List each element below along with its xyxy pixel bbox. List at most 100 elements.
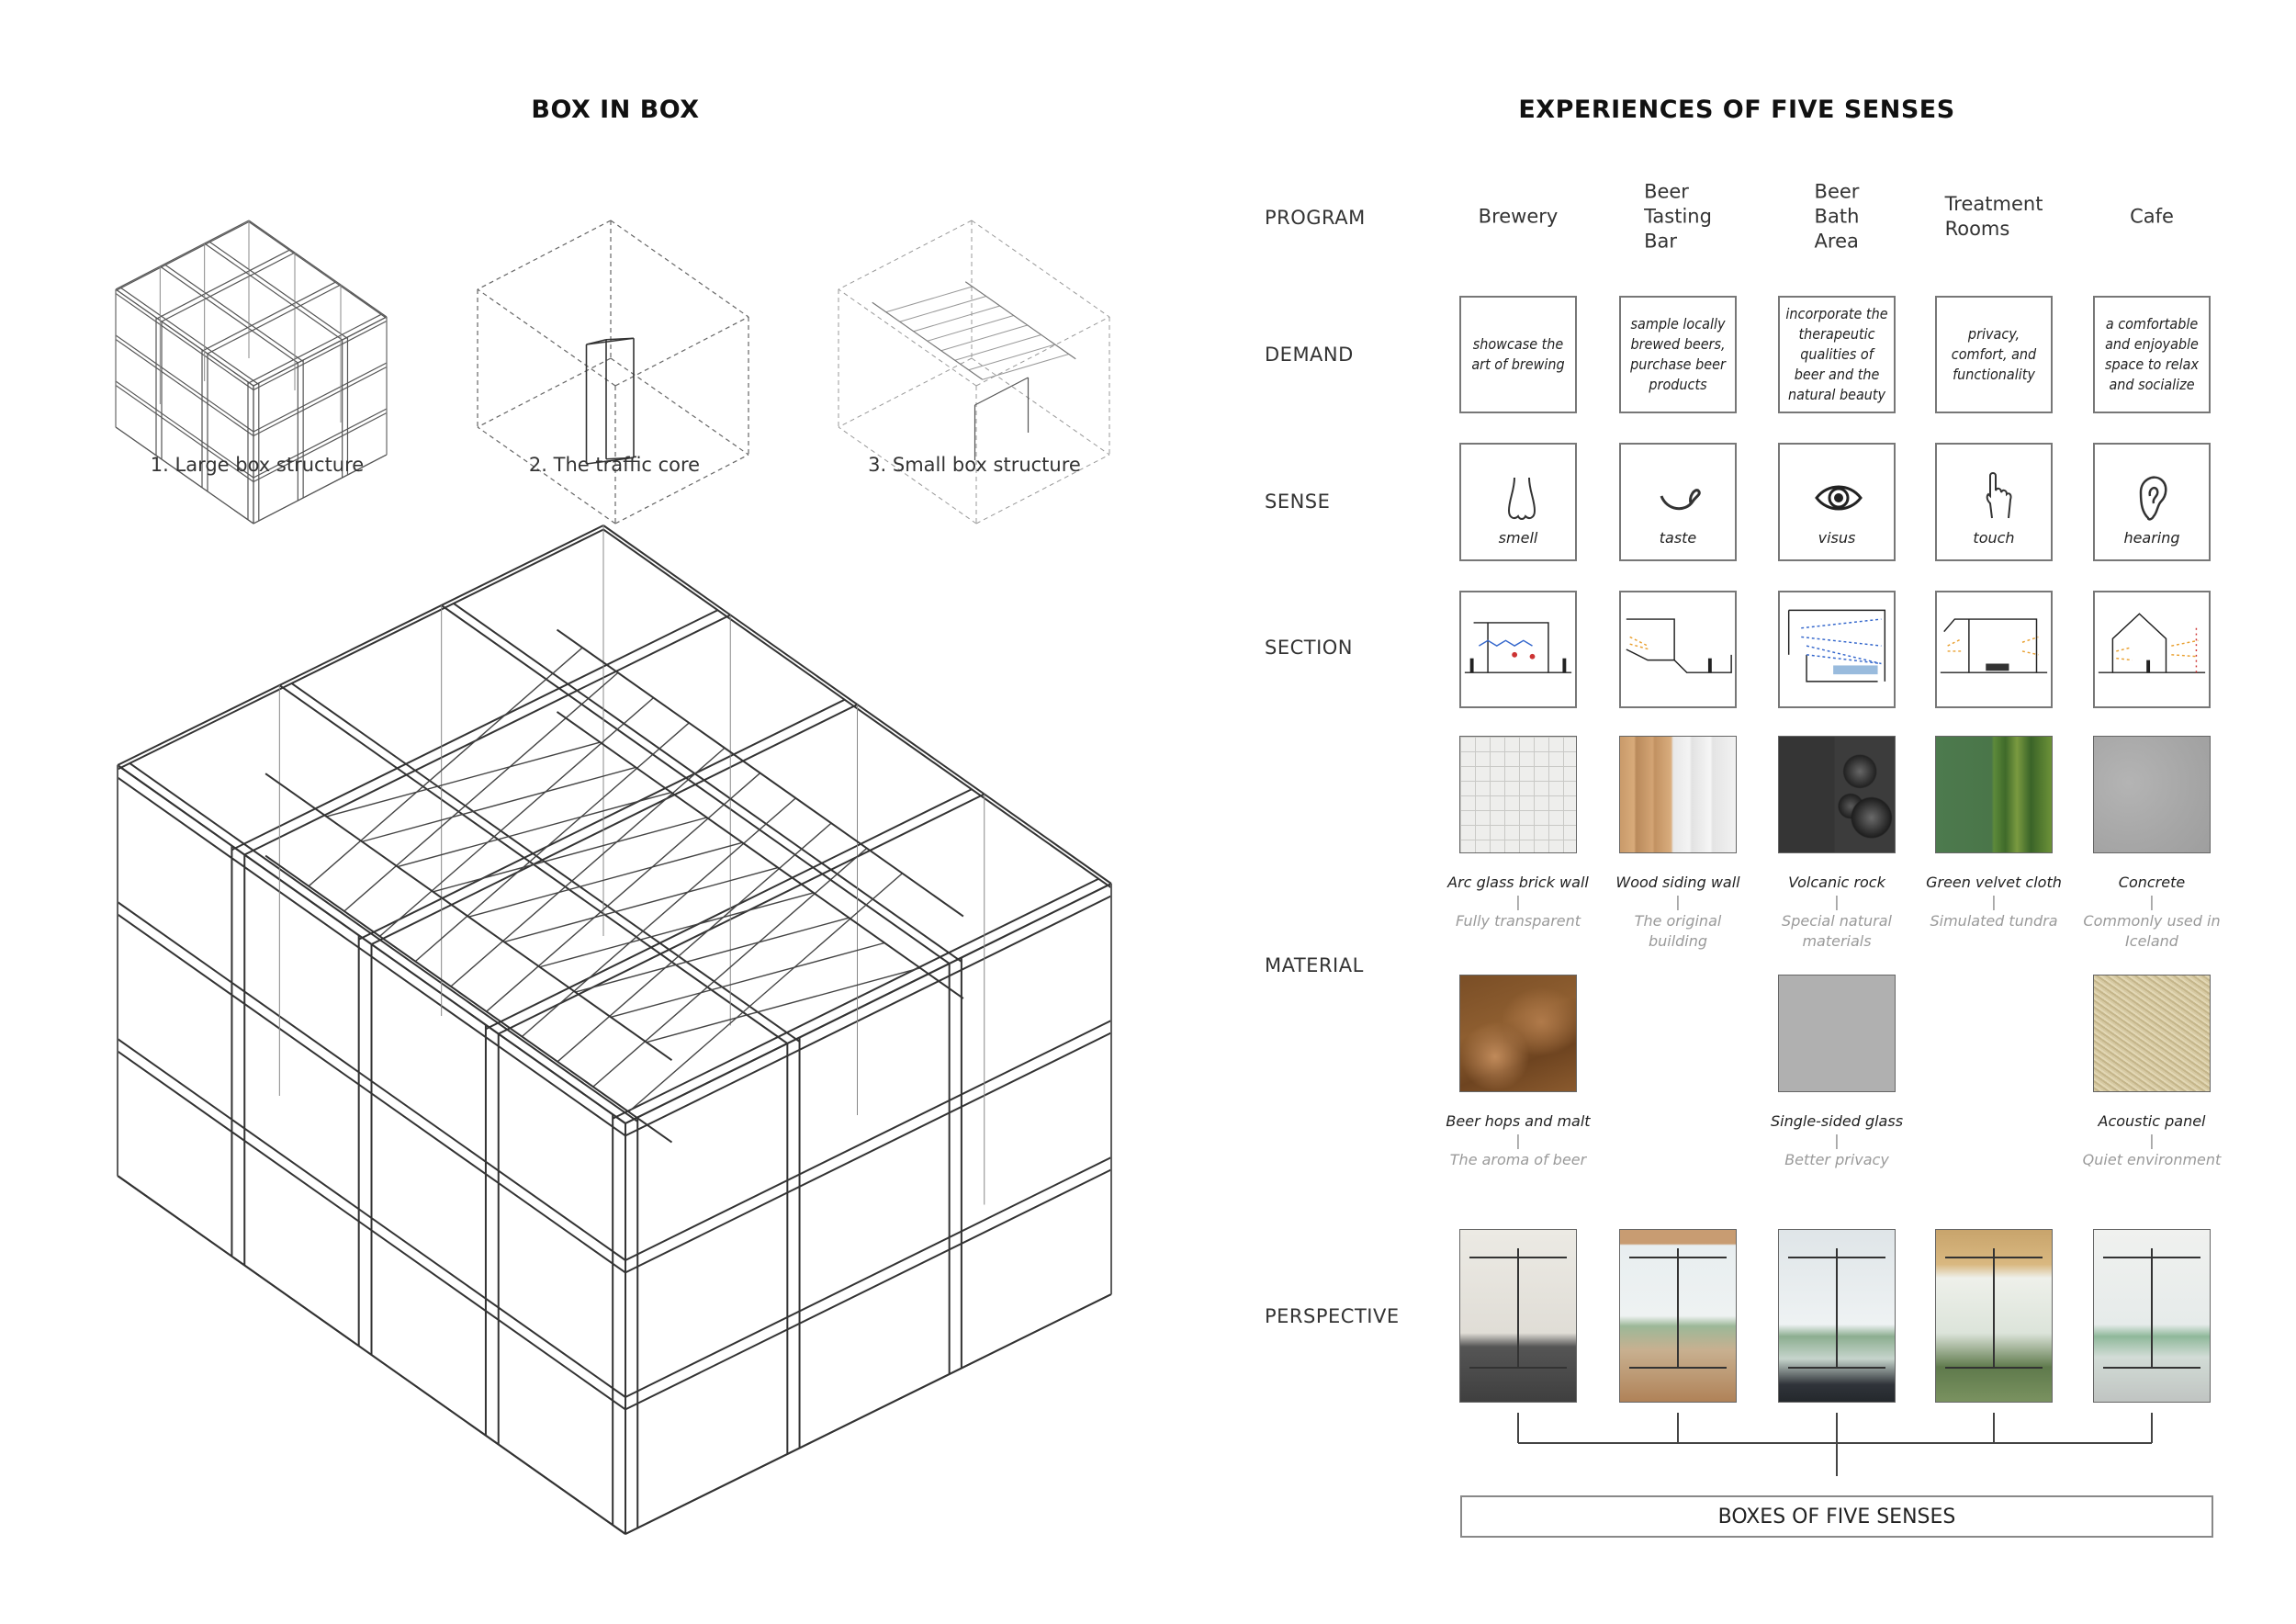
large-frame-line (290, 682, 801, 1043)
traffic-core-line (586, 338, 607, 345)
demand-box: showcase the art of brewing (1459, 296, 1577, 413)
truss-line (503, 866, 779, 943)
large-frame-line (625, 1020, 1112, 1261)
dashed-cube-line (477, 426, 616, 524)
sense-box: visus (1778, 443, 1896, 561)
section-thumbnail (2093, 591, 2211, 708)
section-thumbnail (1459, 591, 1577, 708)
dashed-cube-line (477, 220, 612, 290)
sense-box: hearing (2093, 443, 2211, 561)
large-frame-line (612, 877, 1099, 1120)
structure-line (872, 301, 984, 380)
truss-line (557, 822, 832, 1063)
material-caption: Green velvet cloth|Simulated tundra (1920, 873, 2067, 931)
large-frame-line (625, 1156, 1112, 1398)
sense-box: taste (1619, 443, 1737, 561)
row-label-demand: DEMAND (1265, 344, 1354, 366)
program-label: Cafe (2130, 205, 2174, 228)
truss-line (954, 334, 1041, 361)
row-label-sense: SENSE (1265, 491, 1331, 513)
small-frame-line (115, 426, 254, 524)
section-drawing (1464, 622, 1572, 673)
small-frame-line (253, 412, 388, 483)
small-frame-line (209, 242, 348, 339)
small-frame-line (159, 265, 298, 364)
glass-brick-swatch (1459, 736, 1577, 853)
window-frame (1788, 1248, 1885, 1369)
dashed-cube-line (477, 357, 612, 428)
program-label: Treatment Rooms (1944, 193, 2043, 240)
small-frame-line (253, 408, 388, 479)
large-frame-line (117, 764, 626, 1124)
large-frame-line (243, 614, 731, 856)
window-frame (1629, 1248, 1727, 1369)
large-frame-line (231, 609, 718, 851)
small-frame-line (115, 380, 254, 479)
small-frame-line (204, 242, 343, 341)
truss-line (521, 797, 796, 1038)
boxes-of-five-senses-label: BOXES OF FIVE SENSES (1460, 1495, 2213, 1538)
tongue-icon (1660, 489, 1701, 511)
perspective-render (1778, 1229, 1896, 1403)
large-frame-line (625, 1293, 1112, 1535)
caption-large-box: 1. Large box structure (150, 454, 365, 476)
material-name: Acoustic panel (2098, 1112, 2206, 1130)
truss-line (414, 722, 690, 963)
program-label: Beer Tasting Bar (1644, 180, 1712, 253)
dashed-cube-line (614, 454, 749, 524)
large-frame-line (485, 788, 973, 1031)
caption-small-box: 3. Small box structure (868, 454, 1081, 476)
material-separator: | (1675, 893, 1681, 910)
program-label: Beer Bath Area (1814, 180, 1860, 253)
material-caption: Concrete | Commonly used in Iceland (2078, 873, 2225, 952)
small-frame-line (115, 339, 254, 436)
material-description: The original building (1634, 912, 1722, 950)
material-name: Concrete (2118, 874, 2186, 891)
material-separator: | (1834, 893, 1840, 910)
sense-label: smell (1498, 529, 1538, 547)
section-drawing (1626, 618, 1732, 673)
concrete-swatch (2093, 736, 2211, 853)
truss-chord (556, 711, 964, 999)
material-separator: | (1515, 893, 1521, 910)
caption-traffic-core: 2. The traffic core (528, 454, 701, 476)
material-separator: | (2149, 1132, 2155, 1149)
ear-icon (2139, 476, 2167, 521)
large-frame-line (358, 698, 846, 941)
small-frame-line (253, 362, 388, 433)
window-frame (1945, 1248, 2043, 1369)
dashed-cube-line (614, 316, 749, 387)
material-name: Volcanic rock (1788, 874, 1885, 891)
small-frame-line (201, 281, 336, 352)
row-label-program: PROGRAM (1265, 207, 1366, 229)
truss-chord (264, 854, 673, 1144)
material-separator: | (1515, 1132, 1521, 1149)
small-frame-line (247, 313, 382, 384)
material-description: Commonly used in Iceland (2083, 912, 2221, 950)
material-description: Quiet environment (2082, 1151, 2222, 1168)
sense-label: visus (1818, 529, 1856, 547)
eye-icon (1815, 485, 1863, 511)
small-frame-line (164, 265, 304, 362)
large-frame-line (625, 883, 1112, 1124)
sense-label: taste (1659, 529, 1697, 547)
large-frame-line (117, 524, 604, 766)
material-name: Wood siding wall (1615, 874, 1740, 891)
perspective-render (2093, 1229, 2211, 1403)
small-frame-line (248, 220, 388, 318)
row-label-material: MATERIAL (1265, 954, 1364, 976)
truss-chord (556, 628, 964, 918)
material-separator: | (2149, 893, 2155, 910)
window-frame (2103, 1248, 2200, 1369)
small-frame-line (115, 220, 250, 290)
truss-line (379, 697, 655, 937)
small-frame-line (207, 284, 342, 355)
demand-box: a comfortable and enjoyable space to rel… (2093, 296, 2211, 413)
truss-line (308, 647, 583, 887)
truss-line (539, 892, 814, 968)
small-frame-line (120, 288, 260, 385)
material-description: Special natural materials (1782, 912, 1892, 950)
truss-line (433, 817, 707, 893)
material-description: The aroma of beer (1449, 1151, 1587, 1168)
perspective-render (1935, 1229, 2053, 1403)
